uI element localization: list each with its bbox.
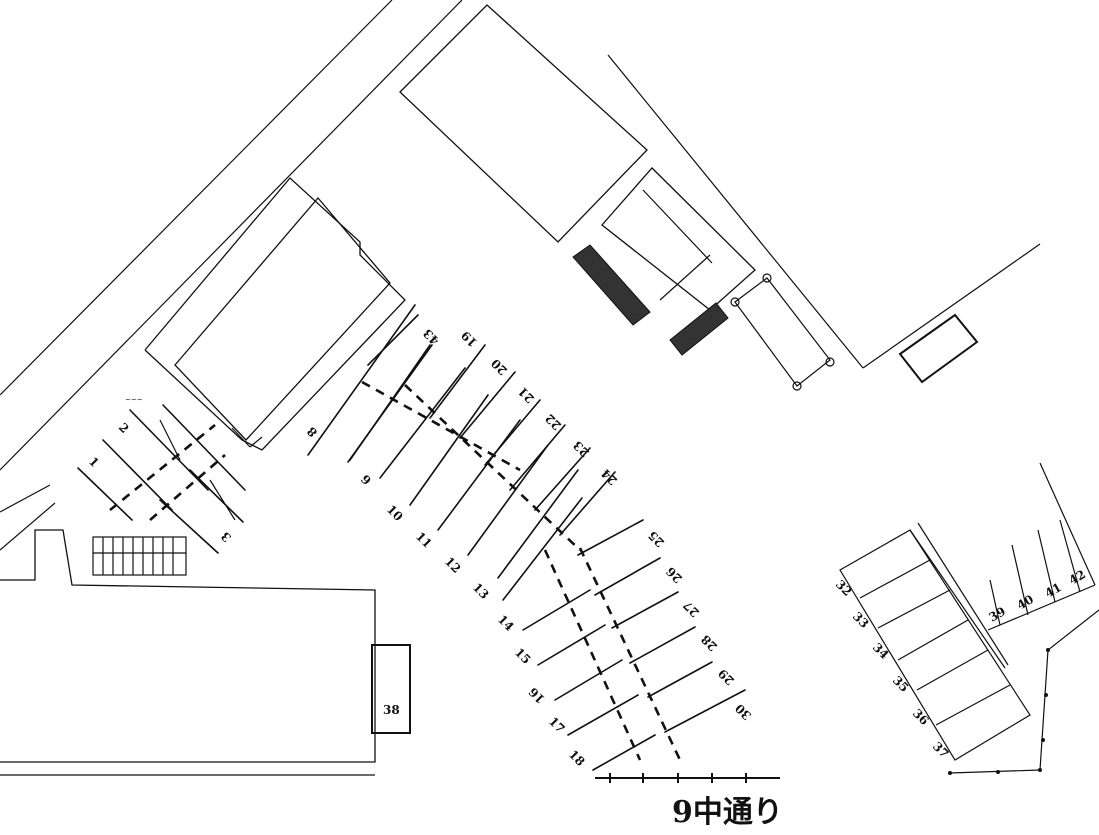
lot-label-21: 21 — [515, 384, 537, 406]
lot-label-24: 24 — [598, 466, 620, 488]
lot-label-35: 35 — [890, 673, 912, 695]
central-fan-lots: 8 9 10 11 12 13 14 15 16 17 18 19 20 21 … — [304, 304, 780, 783]
small-building-east — [898, 313, 979, 384]
map-title: 9中通り — [672, 795, 783, 830]
lot-label-36: 36 — [910, 706, 932, 728]
east-road — [607, 54, 1041, 391]
grid-structure — [92, 536, 187, 576]
lot-label-11: 11 — [413, 529, 435, 551]
lot-label-15: 15 — [512, 645, 534, 667]
north-east-lots: 39 40 41 42 — [987, 462, 1096, 631]
lot-label-16: 16 — [526, 685, 548, 707]
east-lots: 32 33 34 35 36 37 — [833, 522, 1031, 761]
lot-label-13: 13 — [470, 580, 492, 602]
lot-label-33: 33 — [850, 609, 872, 631]
lot-label-30: 30 — [732, 701, 754, 723]
lot-label-27: 27 — [680, 598, 702, 620]
lot-label-37: 37 — [930, 739, 952, 761]
lot-label-10: 10 — [384, 502, 406, 524]
lot-label-19: 19 — [458, 328, 480, 350]
lot-label-2: 2 — [116, 420, 132, 436]
south-building: 38 — [0, 529, 411, 776]
building-38-label: 38 — [383, 703, 400, 717]
lot-note-west: ~~~ — [125, 396, 143, 404]
lot-label-32: 32 — [833, 577, 855, 599]
lot-label-23: 23 — [570, 438, 592, 460]
lot-label-34: 34 — [870, 640, 892, 662]
lot-label-41: 41 — [1043, 580, 1064, 600]
lot-label-3: 3 — [218, 529, 234, 545]
north-buildings — [399, 4, 756, 356]
lot-label-9: 9 — [358, 472, 374, 488]
lot-label-8: 8 — [304, 424, 320, 440]
lot-label-1: 1 — [86, 454, 102, 470]
lot-label-17: 17 — [546, 714, 568, 736]
lot-label-18: 18 — [566, 747, 588, 769]
lot-label-14: 14 — [495, 612, 517, 634]
lot-label-42: 42 — [1067, 567, 1088, 587]
lot-label-26: 26 — [663, 564, 685, 586]
building-38 — [371, 644, 411, 734]
lot-label-12: 12 — [442, 554, 464, 576]
south-east-boundary — [948, 609, 1099, 775]
lot-label-20: 20 — [488, 356, 510, 378]
lot-label-25: 25 — [645, 528, 667, 550]
lot-label-43: 43 — [420, 326, 442, 348]
lot-label-39: 39 — [987, 604, 1008, 624]
lot-label-40: 40 — [1015, 592, 1036, 612]
west-cluster-lots: 1 2 3 ~~~ — [77, 396, 246, 554]
lot-label-29: 29 — [715, 666, 737, 688]
hatched-structure-2 — [669, 302, 729, 356]
west-buildings — [0, 177, 406, 551]
hatched-structure-1 — [572, 244, 651, 326]
lot-label-28: 28 — [698, 632, 720, 654]
main-road — [0, 0, 463, 471]
